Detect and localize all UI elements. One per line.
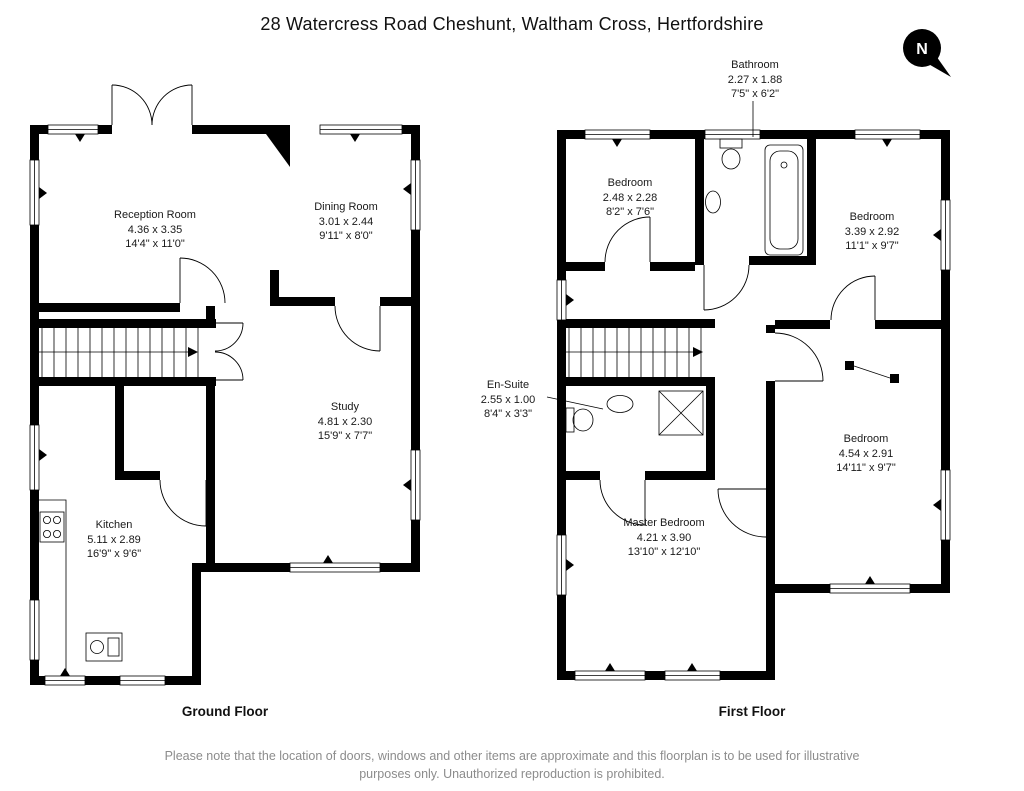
- ground-floor-plan: [29, 84, 421, 686]
- floor-caption-first: First Floor: [718, 704, 786, 719]
- room-label-bedroom-top-left: Bedroom 2.48 x 2.28 8'2" x 7'6": [550, 176, 710, 220]
- stove-icon: [39, 511, 65, 543]
- room-name: Bedroom: [607, 177, 653, 189]
- compass-needle: [925, 53, 951, 77]
- room-metric: 4.21 x 3.90: [636, 531, 692, 544]
- room-metric: 5.11 x 2.89: [87, 533, 141, 546]
- room-imperial: 8'4" x 3'3": [483, 408, 533, 421]
- room-name: Bedroom: [849, 211, 895, 223]
- disclaimer-line-2: purposes only. Unauthorized reproduction…: [359, 766, 665, 781]
- floor-caption-ground: Ground Floor: [181, 704, 269, 719]
- room-name: Master Bedroom: [623, 517, 705, 529]
- room-name: En-Suite: [486, 379, 530, 391]
- room-metric: 2.48 x 2.28: [602, 191, 658, 204]
- room-name: Kitchen: [95, 519, 133, 531]
- toilet-icon: [719, 138, 743, 149]
- room-imperial: 14'11" x 9'7": [836, 462, 896, 475]
- room-metric: 3.01 x 2.44: [318, 215, 374, 228]
- ground-walls: [30, 125, 420, 685]
- room-metric: 4.81 x 2.30: [317, 415, 373, 428]
- room-label-bedroom-right: Bedroom 4.54 x 2.91 14'11" x 9'7": [786, 432, 946, 476]
- wardrobe-marks: [845, 361, 899, 383]
- compass-icon: N: [903, 29, 951, 77]
- bathroom-fixtures: [705, 138, 804, 256]
- basin-icon: [705, 190, 721, 214]
- compass-north-label: N: [916, 41, 928, 58]
- ensuite-fixtures: [565, 390, 704, 436]
- ground-wall-markers: [39, 134, 411, 676]
- first-stairs: [563, 328, 703, 377]
- room-imperial: 15'9" x 7'7": [317, 430, 373, 443]
- room-label-en-suite: En-Suite 2.55 x 1.00 8'4" x 3'3": [428, 378, 588, 422]
- disclaimer: Please note that the location of doors, …: [0, 748, 1024, 783]
- room-metric: 4.54 x 2.91: [838, 447, 894, 460]
- room-name: Reception Room: [114, 209, 196, 221]
- room-name: Bathroom: [731, 59, 779, 71]
- room-label-study: Study 4.81 x 2.30 15'9" x 7'7": [265, 400, 425, 444]
- room-label-kitchen: Kitchen 5.11 x 2.89 16'9" x 9'6": [34, 518, 194, 562]
- shower-icon: [658, 390, 704, 436]
- room-imperial: 16'9" x 9'6": [86, 548, 142, 561]
- bathtub-icon: [764, 144, 804, 256]
- disclaimer-line-1: Please note that the location of doors, …: [164, 749, 860, 763]
- first-wall-markers: [566, 139, 941, 671]
- first-windows: [556, 129, 951, 681]
- room-label-bedroom-top-right: Bedroom 3.39 x 2.92 11'1" x 9'7": [792, 210, 952, 254]
- room-name: Dining Room: [314, 201, 378, 213]
- room-imperial: 14'4" x 11'0": [125, 238, 185, 251]
- room-metric: 2.27 x 1.88: [727, 73, 783, 86]
- kitchen-sink-icon: [85, 632, 123, 662]
- room-label-master-bedroom: Master Bedroom 4.21 x 3.90 13'10" x 12'1…: [584, 516, 744, 560]
- room-metric: 2.55 x 1.00: [480, 393, 536, 406]
- room-label-reception: Reception Room 4.36 x 3.35 14'4" x 11'0": [75, 208, 235, 252]
- room-imperial: 8'2" x 7'6": [605, 206, 655, 219]
- toilet-icon: [565, 407, 575, 433]
- label-leader-lines: [546, 101, 754, 410]
- room-metric: 4.36 x 3.35: [127, 223, 183, 236]
- room-name: Bedroom: [843, 433, 889, 445]
- room-imperial: 13'10" x 12'10": [627, 546, 701, 559]
- ensuite-leader-line: [546, 396, 604, 410]
- room-name: Study: [330, 401, 360, 413]
- room-label-dining: Dining Room 3.01 x 2.44 9'11" x 8'0": [266, 200, 426, 244]
- first-floor-plan: [546, 101, 951, 681]
- ground-stairs: [34, 328, 199, 377]
- room-imperial: 7'5" x 6'2": [730, 88, 780, 101]
- stairs-direction-arrow: [188, 347, 198, 357]
- first-doors: [599, 216, 876, 538]
- kitchen-fixtures: [39, 499, 123, 676]
- room-imperial: 9'11" x 8'0": [319, 230, 373, 243]
- first-walls: [557, 130, 950, 680]
- room-label-bathroom: Bathroom 2.27 x 1.88 7'5" x 6'2": [675, 58, 835, 102]
- ground-windows: [29, 124, 421, 686]
- room-imperial: 11'1" x 9'7": [845, 240, 899, 253]
- stairs-direction-arrow: [693, 347, 703, 357]
- ground-doors: [111, 84, 381, 527]
- room-metric: 3.39 x 2.92: [844, 225, 900, 238]
- page-title: 28 Watercress Road Cheshunt, Waltham Cro…: [260, 14, 764, 34]
- basin-icon: [606, 395, 634, 413]
